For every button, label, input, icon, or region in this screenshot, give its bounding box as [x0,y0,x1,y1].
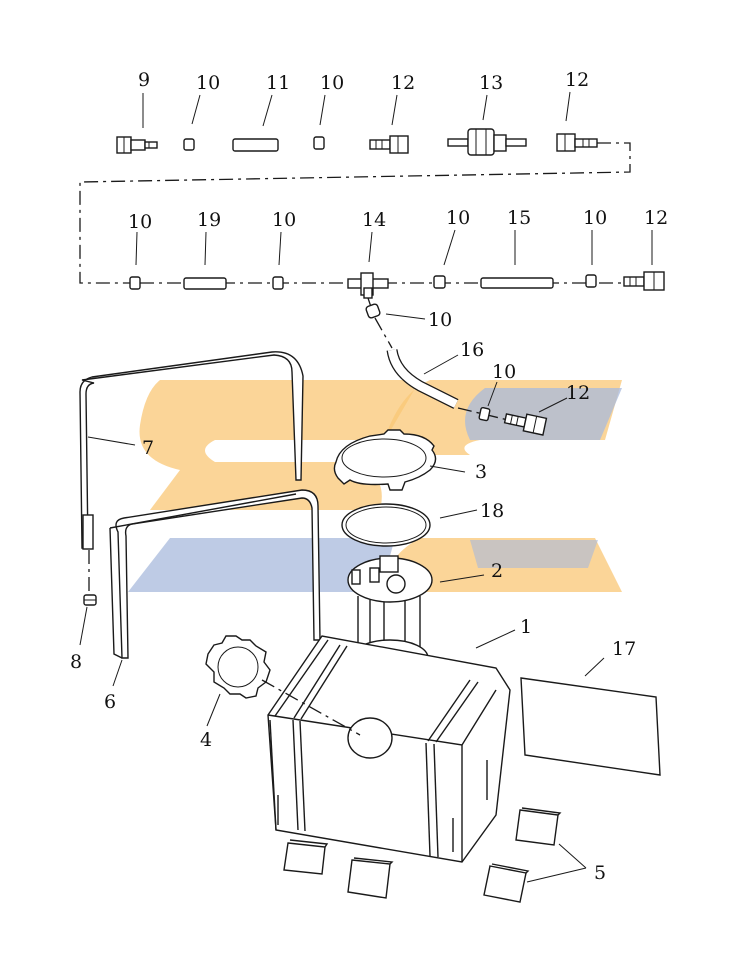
part-10-nut-a [183,138,195,151]
watermark-blue-shape [465,388,622,440]
part-13-fuel-filter [447,128,527,156]
label-18: 18 [480,500,504,522]
assembly-centerline-top [79,142,631,284]
part-3-lock-ring [333,429,437,491]
part-10-nut-e [433,275,446,289]
part-7-strap [79,351,304,550]
part-9-fitting [116,136,158,154]
hose-connect-line [374,317,393,349]
part-18-seal-ring [341,503,431,547]
label-3: 3 [475,461,487,483]
label-10-h: 10 [492,361,516,383]
label-14: 14 [362,209,386,231]
part-10-nut-c [129,276,141,290]
label-10-a: 10 [196,72,220,94]
label-13: 13 [479,72,503,94]
label-10-d: 10 [272,209,296,231]
label-10-e: 10 [446,207,470,229]
label-17: 17 [612,638,636,660]
label-2: 2 [491,560,503,582]
label-6: 6 [104,691,116,713]
label-9: 9 [138,69,150,91]
watermark-blue-shape-3 [470,540,598,568]
label-10-f: 10 [583,207,607,229]
label-10-g: 10 [428,309,452,331]
watermark-blue-shape-2 [128,538,395,592]
part-12-fitting-b [556,133,598,152]
part-8-nut [83,594,97,606]
label-12-d: 12 [566,382,590,404]
label-12-b: 12 [565,69,589,91]
label-10-b: 10 [320,72,344,94]
part-5-rubber-pads [283,807,562,903]
hose-end-line [457,407,509,421]
part-11-tube [232,138,279,152]
part-number-labels: 9 10 11 10 12 13 12 10 19 10 14 10 15 10… [70,69,668,884]
label-15: 15 [507,207,531,229]
part-12-fitting-c [623,271,665,291]
leader-lines [79,91,653,883]
part-14-tee-connector [347,272,389,299]
part-10-nut-d [272,276,284,290]
part-17-label-plate [520,677,661,776]
cap-centerline [261,679,361,736]
part-10-nut-g [365,303,381,319]
part-4-tank-cap [205,635,271,699]
part-16-hose-inner [387,349,458,408]
part-12-fitting-d [503,413,548,436]
label-1: 1 [520,616,532,638]
label-12-a: 12 [391,72,415,94]
label-7: 7 [142,437,154,459]
part-10-nut-b [313,136,325,150]
label-16: 16 [460,339,484,361]
part-15-tube [480,277,554,289]
part-6-strap [109,489,321,659]
part-12-fitting-a [369,135,409,154]
label-8: 8 [70,651,82,673]
part-10-nut-h [478,406,491,422]
label-11: 11 [266,72,290,94]
part-19-tube [183,277,227,290]
label-10-c: 10 [128,211,152,233]
label-19: 19 [197,209,221,231]
label-4: 4 [200,729,212,751]
part-1-fuel-tank [267,635,511,863]
part-10-nut-f [585,274,597,288]
label-5: 5 [594,862,606,884]
label-12-c: 12 [644,207,668,229]
